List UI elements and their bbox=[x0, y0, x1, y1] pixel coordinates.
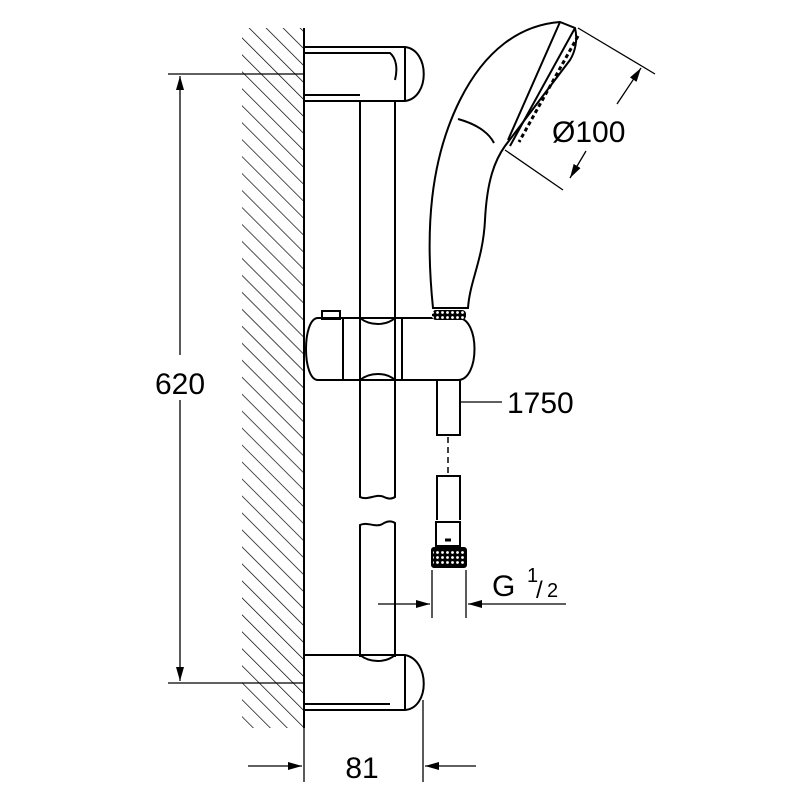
dim-line-diameter bbox=[616, 67, 642, 105]
dim-diameter-label: Ø100 bbox=[552, 116, 625, 149]
wall-hatching bbox=[242, 28, 304, 728]
dim-1750-label: 1750 bbox=[507, 387, 574, 420]
hose-nut bbox=[435, 521, 461, 547]
bottom-bracket bbox=[304, 654, 425, 711]
hose-lower bbox=[436, 475, 461, 520]
thread-slash: / bbox=[536, 577, 543, 604]
dim-620-label: 620 bbox=[155, 368, 205, 401]
thread-denominator: 2 bbox=[547, 580, 558, 602]
hand-shower bbox=[428, 20, 578, 309]
shower-knurl bbox=[432, 310, 466, 320]
slider bbox=[305, 317, 476, 381]
thread-letter: G bbox=[492, 570, 515, 603]
rail-upper bbox=[359, 101, 396, 500]
rail-lower bbox=[359, 520, 396, 657]
shower-face bbox=[457, 21, 576, 147]
dim-81-label: 81 bbox=[345, 752, 378, 785]
top-bracket bbox=[304, 46, 425, 102]
slider-button bbox=[321, 310, 341, 320]
hose-knurl bbox=[431, 547, 467, 568]
spray-nozzles bbox=[517, 35, 580, 143]
hose-upper bbox=[436, 380, 461, 436]
thread-numerator: 1 bbox=[527, 565, 538, 587]
